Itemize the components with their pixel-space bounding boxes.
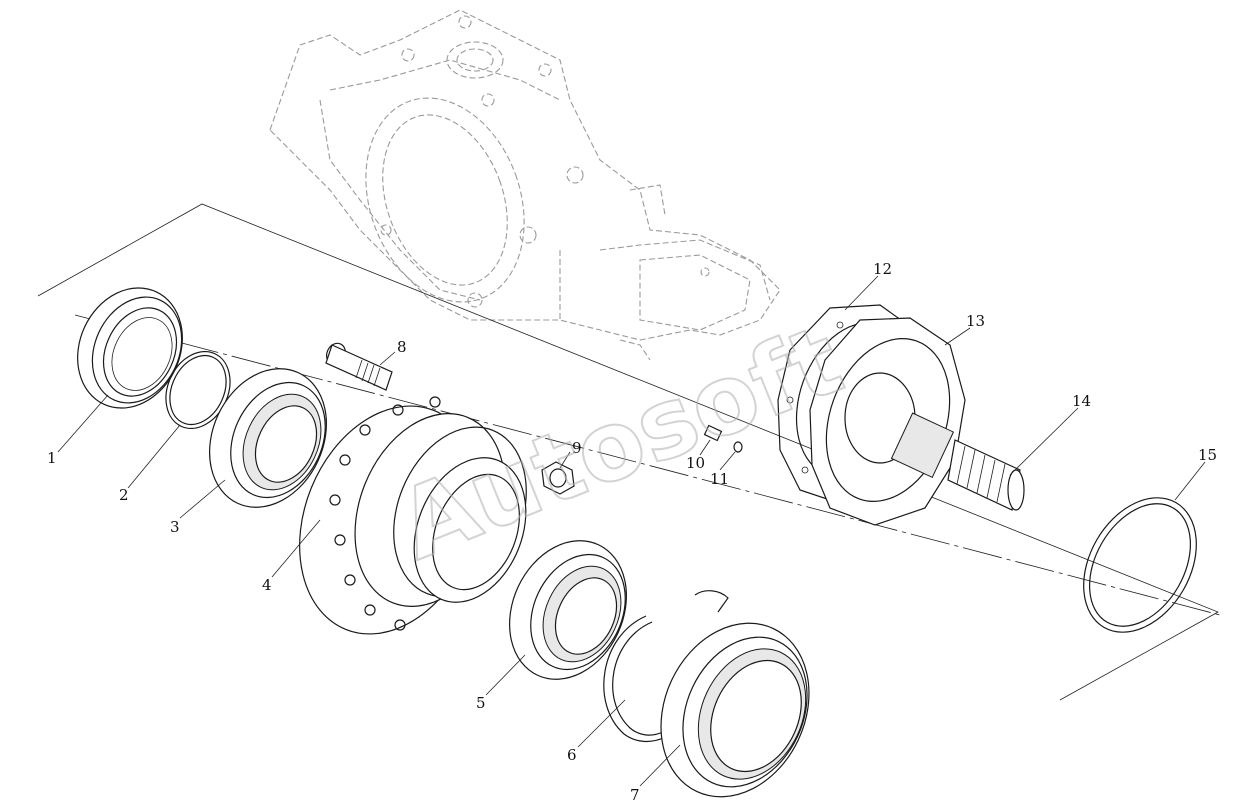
callout-4: 4 <box>262 576 272 594</box>
part-14-shaft <box>947 439 1025 511</box>
callout-9: 9 <box>572 439 582 457</box>
callout-15: 15 <box>1198 446 1217 464</box>
callout-2: 2 <box>119 486 129 504</box>
axle-housing <box>269 9 781 361</box>
callout-5: 5 <box>476 694 486 712</box>
callout-6: 6 <box>567 746 577 764</box>
part-5-bearing <box>508 540 628 680</box>
callout-10: 10 <box>686 454 705 472</box>
callout-13: 13 <box>966 312 985 330</box>
callout-3: 3 <box>170 518 180 536</box>
part-13-spindle-carrier <box>809 317 966 526</box>
part-10-screw <box>703 424 723 442</box>
part-1-seal <box>77 287 183 409</box>
callout-14: 14 <box>1072 392 1091 410</box>
part-3-bearing <box>208 368 328 508</box>
callout-11: 11 <box>710 470 729 488</box>
callout-7: 7 <box>630 786 640 804</box>
part-15-ring <box>1083 497 1197 633</box>
part-7-ring-gear <box>660 590 810 798</box>
callout-8: 8 <box>397 338 407 356</box>
part-11-washer <box>733 441 743 453</box>
assembly-plane-outline <box>37 203 1219 701</box>
part-4-wheel-hub <box>299 396 527 635</box>
part-9-nut <box>541 461 575 495</box>
callout-12: 12 <box>873 260 892 278</box>
callout-1: 1 <box>47 449 57 467</box>
centerline <box>74 314 1221 616</box>
callouts: 1 2 3 4 5 6 7 8 9 10 11 12 13 14 15 <box>47 260 1217 804</box>
leader-lines <box>57 275 1206 787</box>
part-8-bolt <box>325 342 393 391</box>
